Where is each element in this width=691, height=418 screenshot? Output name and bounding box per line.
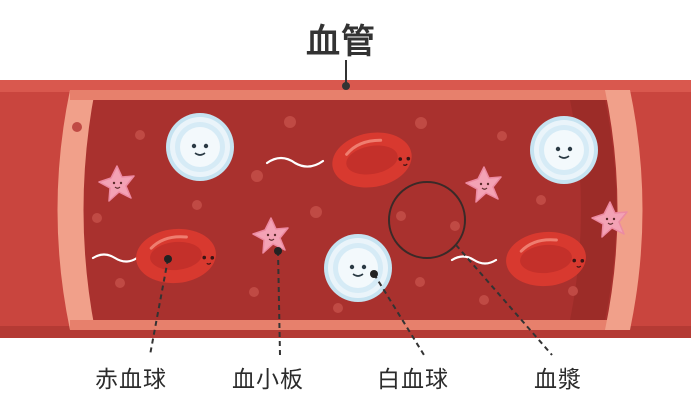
label-plasma: 血漿	[534, 367, 582, 393]
label-red-blood-cell: 赤血球	[95, 367, 167, 393]
red-cell-pointer-dot	[164, 255, 172, 263]
diagram-title: 血管	[306, 22, 376, 62]
white-blood-cell	[529, 115, 599, 185]
white-blood-cell	[165, 112, 235, 182]
label-pointers	[149, 244, 553, 356]
white-blood-cell	[323, 233, 393, 303]
plasma-dots	[72, 116, 578, 313]
plasma-highlight-circle	[388, 181, 466, 259]
platelet-pointer-dot	[274, 247, 282, 255]
label-platelet: 血小板	[232, 367, 304, 393]
vessel-rim-right	[605, 90, 643, 330]
vessel-rim-left	[57, 90, 95, 330]
title-pointer-dot	[342, 82, 350, 90]
white-cell-pointer-dot	[370, 270, 378, 278]
plasma-waves	[91, 156, 498, 265]
label-white-blood-cell: 白血球	[377, 367, 449, 393]
